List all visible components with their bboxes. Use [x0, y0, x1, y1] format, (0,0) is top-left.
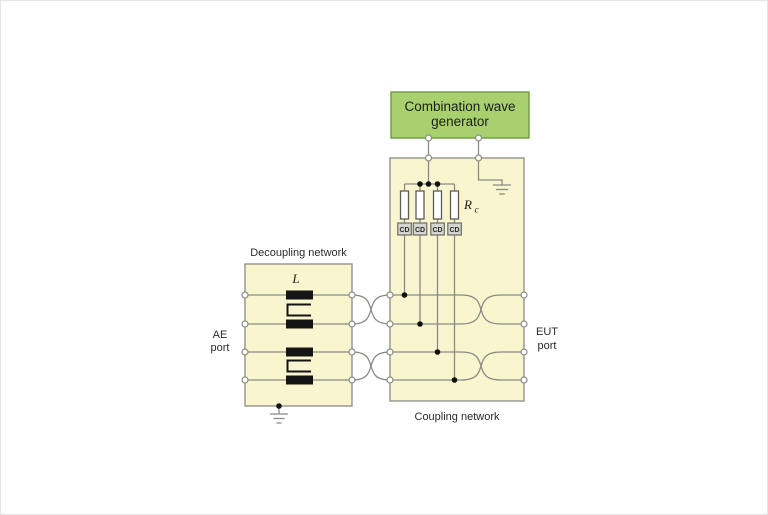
- inductor: [286, 347, 313, 357]
- terminal: [348, 320, 356, 328]
- terminal-ae: [241, 291, 249, 299]
- line-crossing-left-pair2: [351, 351, 391, 381]
- terminal: [424, 134, 433, 142]
- generator-return-wire: [477, 158, 503, 185]
- resistor-bank: [399, 190, 460, 220]
- resistor: [432, 190, 443, 220]
- decoupling-network-label: Decoupling network: [250, 247, 347, 259]
- terminal: [348, 291, 356, 299]
- generator-label-line1: Combination wave: [404, 99, 515, 114]
- junction-dot: [434, 349, 441, 355]
- resistor-symbol-label: R: [463, 197, 472, 212]
- line-crossing-right-pair2: [460, 351, 502, 381]
- terminal: [474, 154, 483, 162]
- generator-label-line2: generator: [431, 114, 489, 129]
- eut-port-label: EUT port: [536, 326, 558, 352]
- inductor: [286, 319, 313, 329]
- inductor-pair-1: [286, 290, 313, 329]
- line-crossing-left-pair1: [351, 294, 391, 325]
- terminal: [386, 348, 394, 356]
- terminal-ae: [241, 320, 249, 328]
- coupling-network-label: Coupling network: [415, 411, 500, 423]
- inductor-pair-2: [286, 347, 313, 385]
- terminal: [348, 348, 356, 356]
- resistor-symbol-subscript: c: [475, 206, 480, 216]
- cd-device-box: [397, 222, 412, 236]
- cd-device-box: [412, 222, 428, 236]
- combination-wave-generator-box: [390, 91, 530, 139]
- terminal: [474, 134, 483, 142]
- inductor: [286, 290, 313, 300]
- inductor-symbol-label: L: [291, 271, 299, 286]
- junction-dot: [417, 321, 423, 327]
- terminal-eut: [520, 348, 528, 356]
- cd-device-label: CD: [415, 227, 425, 234]
- inductor: [286, 375, 313, 385]
- junction-dot: [425, 181, 432, 187]
- cd-device-label: CD: [399, 227, 409, 234]
- junction-dots: [276, 181, 458, 409]
- line-crossing-right-pair1: [460, 294, 502, 325]
- terminal: [424, 154, 433, 162]
- terminal-eut: [520, 291, 528, 299]
- junction-dot: [401, 292, 408, 298]
- junction-dot: [434, 181, 441, 187]
- cd-device-box: [447, 222, 462, 236]
- terminal: [386, 291, 394, 299]
- eut-port-line1: EUT: [536, 326, 558, 338]
- junction-dot: [451, 377, 458, 383]
- ae-port-line2: port: [211, 342, 230, 354]
- cd-devices: CD CD CD CD: [397, 222, 462, 236]
- terminal: [348, 376, 356, 384]
- terminal-ae: [241, 348, 249, 356]
- resistor: [415, 190, 425, 220]
- choke-core: [286, 359, 311, 373]
- terminal-eut: [520, 376, 528, 384]
- resistor: [399, 190, 410, 220]
- ae-port-label: AE port: [211, 329, 230, 354]
- cd-device-label: CD: [432, 227, 442, 234]
- terminal-eut: [520, 320, 528, 328]
- eut-port-line2: port: [538, 340, 557, 352]
- junction-dot: [276, 403, 282, 409]
- junction-dot: [417, 181, 423, 187]
- cd-device-box: [430, 222, 445, 236]
- choke-core: [286, 303, 311, 317]
- ae-port-line1: AE: [213, 329, 228, 341]
- terminal: [386, 376, 394, 384]
- terminal: [386, 320, 394, 328]
- terminals: [241, 134, 528, 384]
- resistor: [449, 190, 460, 220]
- terminal-ae: [241, 376, 249, 384]
- cd-device-label: CD: [449, 227, 459, 234]
- ground-symbol-coupling: [493, 184, 511, 195]
- coupling-lines: [390, 294, 524, 381]
